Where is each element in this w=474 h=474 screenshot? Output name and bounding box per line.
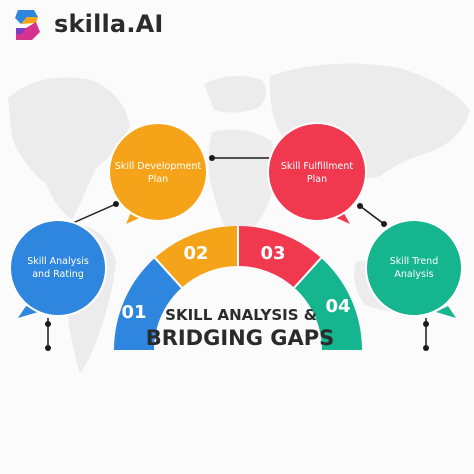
- segment-number-03: 03: [260, 243, 285, 264]
- arc-segment-04: [294, 257, 363, 350]
- connector-dot: [45, 345, 51, 351]
- node-label-line: Skill Development: [114, 161, 202, 172]
- bubble-shape-skill-analysis: [18, 306, 38, 318]
- bubble-shape-skill-development-circle: [108, 122, 208, 222]
- bubble-shape-skill-analysis-circle: [9, 219, 107, 317]
- arc-ring: [113, 225, 363, 350]
- node-label-line: Analysis: [394, 269, 434, 280]
- node-bubble-skill-fulfillment: [267, 122, 367, 224]
- node-bubble-skill-development: [108, 122, 208, 224]
- bubble-shape-skill-trend: [436, 306, 456, 318]
- node-label-skill-analysis: Skill Analysis and Rating: [13, 250, 103, 286]
- skilla-logo-icon: [15, 10, 40, 40]
- node-label-skill-fulfillment: Skill Fulfillment Plan: [272, 155, 362, 191]
- brand-name: skilla.AI: [54, 10, 164, 38]
- connector-dot: [209, 155, 215, 161]
- connector-dot: [423, 345, 429, 351]
- segment-number-04: 04: [325, 296, 350, 317]
- node-bubble-skill-analysis: [9, 219, 107, 318]
- connector-dot: [381, 221, 387, 227]
- segment-number-01: 01: [121, 302, 146, 323]
- arc-title-line-1: SKILL ANALYSIS &: [165, 306, 317, 324]
- node-label-line: Skill Fulfillment: [280, 161, 354, 172]
- arc-segment-03: [238, 225, 322, 288]
- connector-dot: [357, 203, 363, 209]
- arc-numbers: 01 02 03 04: [121, 243, 350, 323]
- node-label-line: Plan: [147, 174, 169, 185]
- node-label-skill-trend: Skill Trend Analysis: [369, 250, 459, 286]
- brand-header: skilla.AI: [12, 6, 164, 42]
- bubble-shape-skill-fulfillment-circle: [267, 122, 367, 222]
- connector-fulfillment-to-trend: [359, 205, 385, 225]
- arc-dividers: [154, 226, 322, 289]
- connector-dot: [113, 201, 119, 207]
- node-label-line: and Rating: [32, 269, 84, 280]
- node-label-line: Skill Analysis: [27, 256, 89, 267]
- arc-segment-01: [113, 257, 182, 350]
- bubble-shape-skill-trend-circle: [365, 219, 463, 317]
- node-label-line: Plan: [306, 174, 328, 185]
- node-label-line: Skill Trend: [389, 256, 439, 267]
- arc-segment-02: [154, 225, 238, 288]
- segment-number-02: 02: [183, 243, 208, 264]
- connector-dot: [423, 321, 429, 327]
- node-label-skill-development: Skill Development Plan: [113, 155, 203, 191]
- arc-title-line-2: BRIDGING GAPS: [145, 326, 335, 350]
- node-bubble-skill-trend: [365, 219, 463, 318]
- connector-dot: [45, 321, 51, 327]
